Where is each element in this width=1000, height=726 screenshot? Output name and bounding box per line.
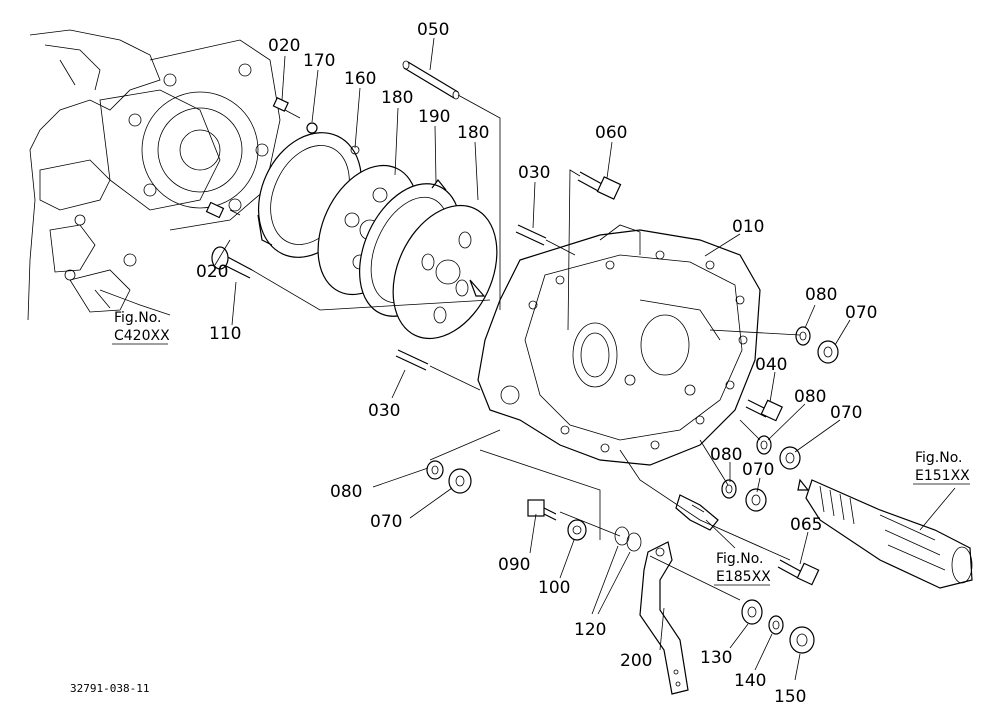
part-labels: 020 170 160 180 190 180 050 060 030 010 … — [196, 20, 877, 707]
ref-c420-code: C420XX — [114, 328, 170, 344]
ref-e151: Fig.No. E151XX — [913, 450, 970, 485]
label-050: 050 — [417, 20, 449, 40]
bolt-090 — [527, 499, 557, 521]
label-070-b: 070 — [830, 403, 862, 423]
bolt-065 — [777, 559, 820, 586]
label-080-d: 080 — [330, 482, 362, 502]
label-040: 040 — [755, 355, 787, 375]
o-rings-120 — [614, 526, 642, 552]
engine-block-drawing — [27, 29, 281, 321]
label-010: 010 — [732, 217, 764, 237]
label-120: 120 — [574, 620, 606, 640]
nut-150 — [789, 626, 815, 654]
label-140: 140 — [734, 671, 766, 691]
label-180-front: 180 — [381, 88, 413, 108]
nut-070-c — [745, 488, 767, 512]
washer-130 — [741, 599, 763, 625]
washer-080-a — [795, 326, 811, 346]
leader-lines — [94, 37, 956, 681]
label-160: 160 — [344, 69, 376, 89]
ref-e185-code: E185XX — [716, 569, 771, 585]
ref-c420-title: Fig.No. — [114, 310, 162, 326]
shaft-e151 — [797, 478, 973, 589]
plate-180-rear — [392, 204, 498, 340]
label-170: 170 — [303, 51, 335, 71]
label-080-a: 080 — [805, 285, 837, 305]
label-100: 100 — [538, 578, 570, 598]
label-180-rear: 180 — [457, 123, 489, 143]
ball-170 — [306, 122, 318, 134]
label-150: 150 — [774, 687, 806, 707]
label-060: 060 — [595, 123, 627, 143]
washer-080-c — [721, 479, 737, 499]
washer-100 — [567, 519, 587, 541]
bolt-060 — [577, 171, 622, 200]
label-030-lower: 030 — [368, 401, 400, 421]
ref-e151-code: E151XX — [915, 468, 970, 484]
washer-080-b — [756, 435, 772, 455]
lever-200 — [639, 541, 689, 695]
stud-030-upper — [515, 224, 547, 246]
label-200: 200 — [620, 651, 652, 671]
nut-070-a — [817, 340, 839, 364]
housing-010 — [477, 224, 761, 466]
ref-c420: Fig.No. C420XX — [112, 310, 170, 345]
assembly-lines — [229, 94, 801, 601]
label-190: 190 — [418, 107, 450, 127]
pin-020-lower — [205, 201, 225, 219]
label-020-upper: 020 — [268, 36, 300, 56]
pin-020-upper — [272, 97, 289, 112]
label-090: 090 — [498, 555, 530, 575]
ref-e185: Fig.No. E185XX — [714, 551, 771, 586]
nut-070-b — [779, 446, 801, 470]
bolt-040 — [745, 399, 784, 422]
washer-080-d — [426, 460, 444, 480]
washer-140 — [768, 615, 784, 635]
label-080-c: 080 — [710, 445, 742, 465]
label-110: 110 — [209, 324, 241, 344]
label-070-d: 070 — [370, 512, 402, 532]
label-065: 065 — [790, 515, 822, 535]
ref-e185-title: Fig.No. — [716, 551, 764, 567]
label-070-a: 070 — [845, 303, 877, 323]
stud-030-lower — [395, 349, 429, 371]
label-130: 130 — [700, 648, 732, 668]
label-020-lower: 020 — [196, 262, 228, 282]
bracket-e185 — [675, 494, 719, 531]
drawing-code: 32791-038-11 — [70, 682, 149, 695]
stud-050 — [402, 60, 460, 100]
label-080-b: 080 — [794, 387, 826, 407]
nut-070-d — [448, 468, 472, 494]
ref-e151-title: Fig.No. — [915, 450, 963, 466]
label-070-c: 070 — [742, 460, 774, 480]
label-030-upper: 030 — [518, 163, 550, 183]
